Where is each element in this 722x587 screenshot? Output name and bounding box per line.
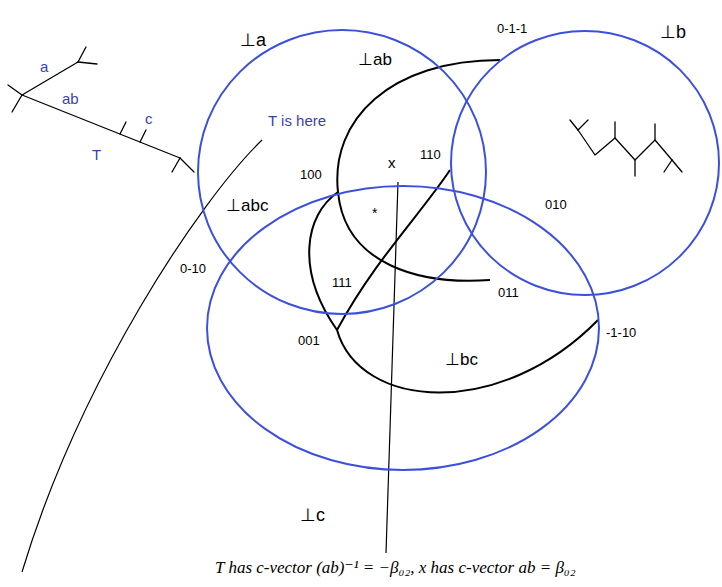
region-name: ⊥b: [660, 22, 686, 43]
vertex-label: 111: [332, 276, 352, 291]
edge-label: a: [40, 58, 48, 75]
point-label: *: [372, 205, 377, 221]
region-ellipse: [451, 31, 719, 295]
region-name: ⊥c: [300, 505, 325, 526]
region-circle: ⊥c: [206, 185, 600, 471]
tree-sketch: [570, 120, 682, 176]
region-name: ⊥a: [240, 30, 266, 51]
vertex-label: 001: [298, 334, 320, 349]
wall-label: ⊥bc: [445, 350, 478, 370]
vertex-label: -1-10: [606, 326, 636, 341]
region-circle: ⊥b: [450, 30, 720, 296]
vertex-label: 0-1-1: [497, 22, 527, 37]
region-circle: ⊥a: [197, 29, 487, 315]
vertex-label: 0-10: [180, 262, 206, 277]
vertex-label: 110: [420, 148, 441, 163]
region-outline: [206, 185, 600, 471]
region-ellipse: [198, 30, 486, 314]
tree-label: T: [92, 146, 101, 163]
region-outline: [197, 29, 487, 315]
wall-label: ⊥abc: [226, 196, 268, 216]
vertex-label: 011: [498, 286, 519, 301]
wall-label: ⊥ab: [358, 50, 392, 70]
edge-label: ab: [62, 90, 79, 107]
edge-label: c: [145, 110, 153, 127]
region-outline: [450, 30, 720, 296]
caption: T has c-vector (ab)⁻¹ = −β₀₂, x has c-ve…: [215, 558, 576, 578]
vertex-label: 100: [300, 168, 322, 183]
wall-curves: [309, 60, 598, 393]
region-ellipse: [207, 186, 599, 470]
note-label: T is here: [268, 112, 326, 129]
small-tree: [8, 47, 194, 172]
vertex-label: 010: [545, 198, 567, 213]
point-label: x: [388, 154, 396, 171]
